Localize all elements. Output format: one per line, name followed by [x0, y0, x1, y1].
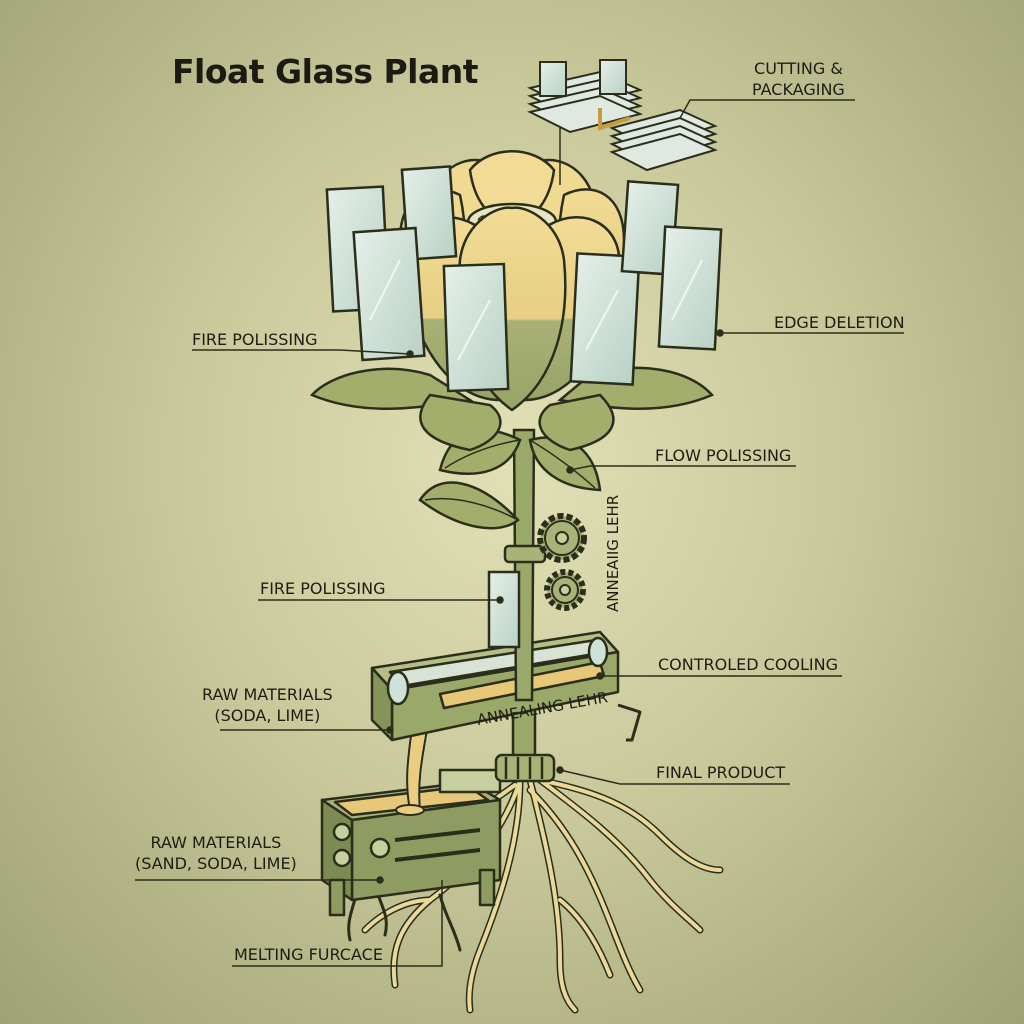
label-melting-furcace: MELTING FURCACE: [234, 945, 383, 964]
label-flow-polissing: FLOW POLISSING: [655, 446, 792, 465]
lower-stem: [494, 698, 556, 783]
label-edge-deletion: EDGE DELETION: [774, 313, 905, 332]
label-raw-materials-1-line1: RAW MATERIALS: [202, 685, 333, 704]
stem-collar: [503, 544, 547, 564]
label-cutting-packaging-line2: PACKAGING: [752, 80, 845, 99]
gears: [537, 513, 587, 611]
label-raw-materials-2-line1: RAW MATERIALS: [150, 833, 282, 852]
label-raw-materials-2-line2: (SAND, SODA, LIME): [135, 854, 297, 873]
label-cutting-packaging: CUTTING & PACKAGING: [752, 58, 845, 100]
label-cutting-packaging-line1: CUTTING &: [754, 59, 843, 78]
melting-furnace: [320, 768, 502, 917]
glass-highlights: [369, 259, 703, 361]
stem: [512, 428, 536, 702]
diagram-title: Float Glass Plant: [172, 52, 479, 91]
stem-leaf-veins: [424, 439, 596, 521]
label-raw-materials-sand-soda-lime: RAW MATERIALS (SAND, SODA, LIME): [135, 832, 297, 874]
label-controled-cooling: CONTROLED COOLING: [658, 655, 839, 674]
label-final-product: FINAL PRODUCT: [656, 763, 786, 782]
glass-panels: [325, 165, 723, 393]
leader-lines: [135, 99, 904, 967]
label-anneaiig-lehr: ANNEAIIG LEHR: [604, 494, 622, 612]
glass-stacks: [527, 59, 718, 185]
label-raw-materials-soda-lime: RAW MATERIALS (SODA, LIME): [202, 684, 333, 726]
label-fire-polissing-mid: FIRE POLISSING: [260, 579, 386, 598]
label-fire-polissing-top: FIRE POLISSING: [192, 330, 318, 349]
label-raw-materials-1-line2: (SODA, LIME): [214, 706, 321, 725]
glass-sheet-stem: [487, 570, 521, 649]
